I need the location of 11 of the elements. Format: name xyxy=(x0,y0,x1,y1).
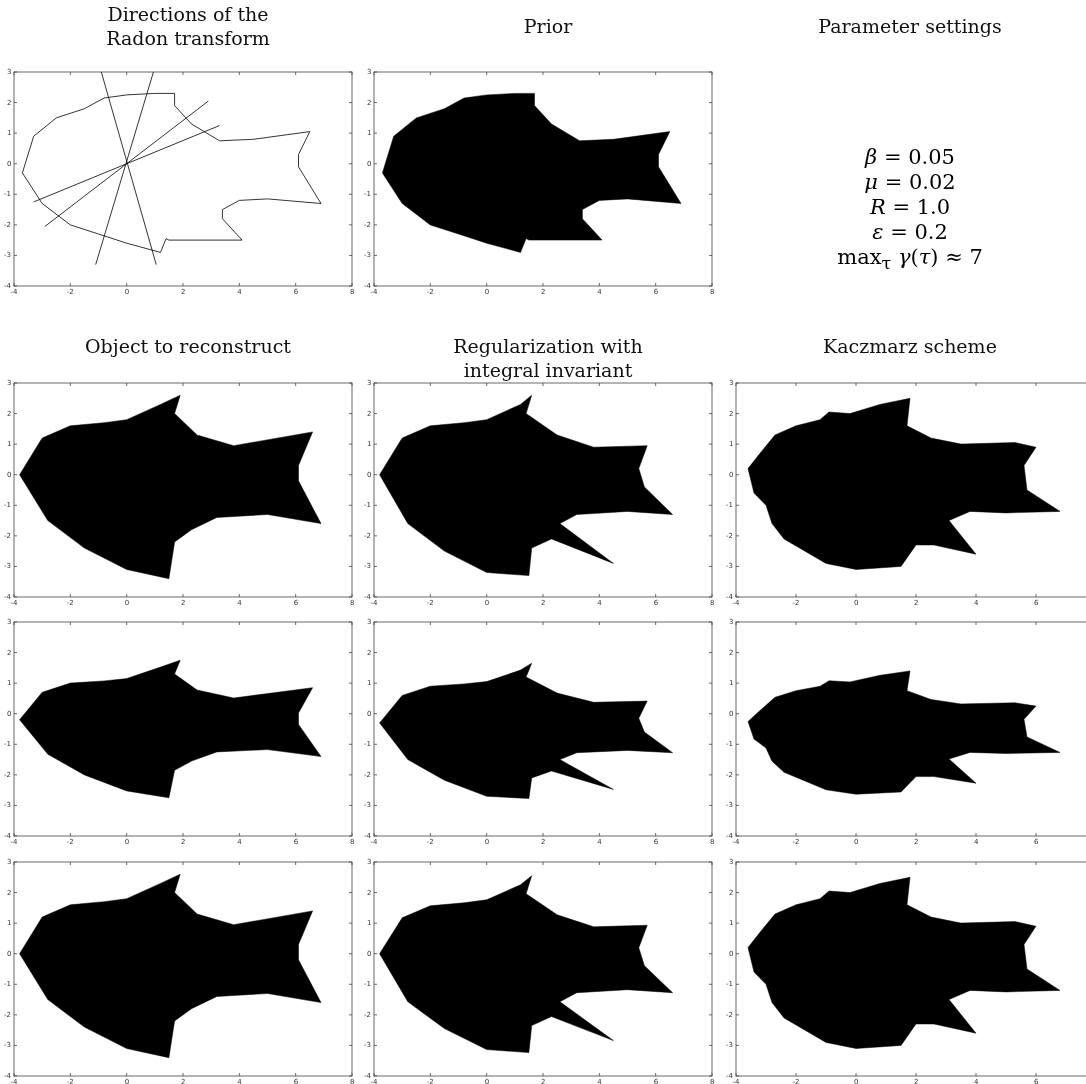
panel-title: Object to reconstruct xyxy=(84,334,292,358)
parameter-text: R = 1.0 xyxy=(868,195,952,220)
parameter-text: β = 0.05 xyxy=(863,145,956,170)
panel-title: Regularization with integral invariant xyxy=(452,334,644,382)
panel-title: Parameter settings xyxy=(817,14,1003,38)
parameter-text: ε = 0.2 xyxy=(871,220,949,245)
panel-title: Directions of the Radon transform xyxy=(105,2,271,50)
panel-title: Prior xyxy=(522,14,574,38)
parameter-text: max$_{τ}$ γ(τ) ≈ 7 xyxy=(836,245,984,276)
panel-title: Kaczmarz scheme xyxy=(822,334,998,358)
parameter-text: μ = 0.02 xyxy=(863,170,957,195)
